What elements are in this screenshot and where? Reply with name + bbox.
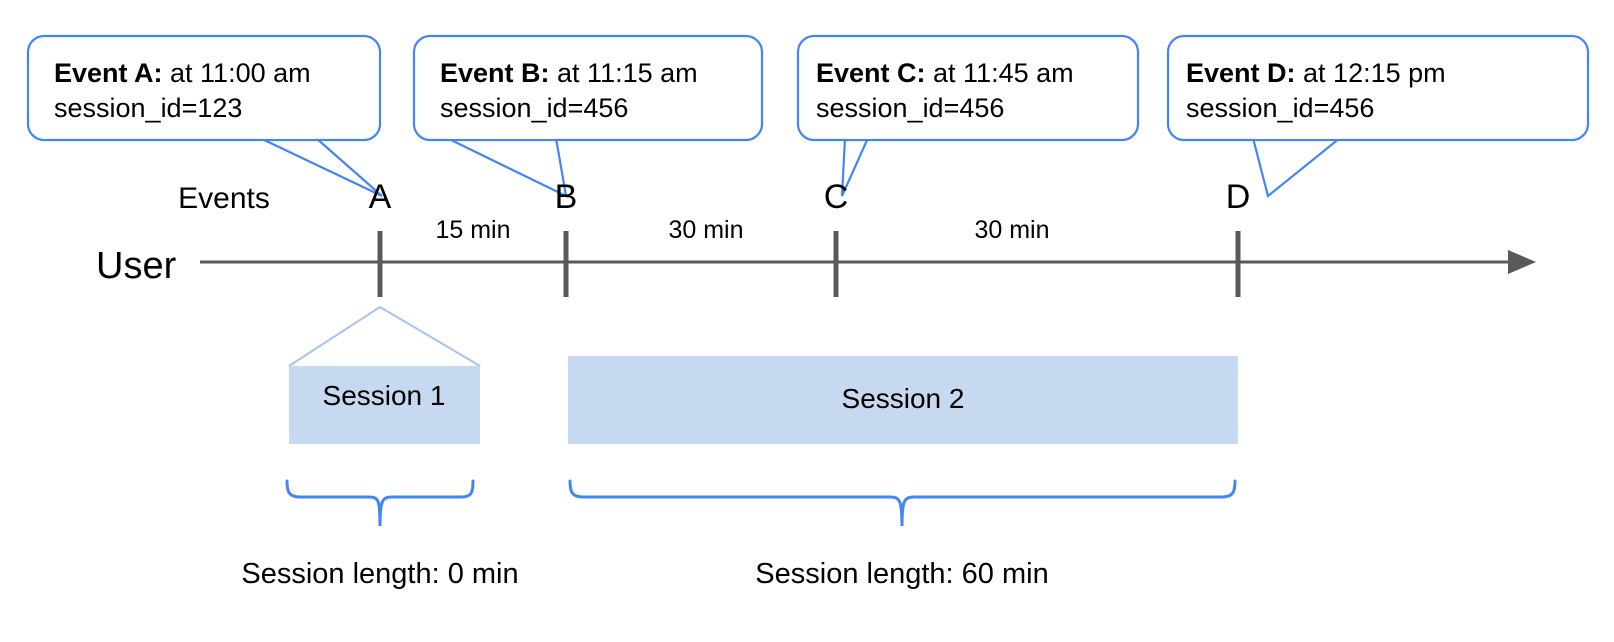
gap-label-b-c: 30 min <box>668 216 743 244</box>
event-letter-d: D <box>1226 178 1251 216</box>
callout-a-line1: Event A: at 11:00 am <box>54 58 311 88</box>
callout-c-box <box>796 34 1140 142</box>
gap-label-c-d: 30 min <box>974 216 1049 244</box>
session-2-bar-group[interactable]: Session 2 <box>568 356 1238 444</box>
callout-event-c[interactable]: Event C: at 11:45 am session_id=456 <box>796 34 1140 197</box>
callout-d-tail <box>1251 136 1344 198</box>
callout-b-line1: Event B: at 11:15 am <box>440 58 698 88</box>
session-2-bar <box>568 356 1238 444</box>
timeline-arrowhead <box>1508 250 1536 274</box>
callout-a-tail <box>259 136 383 197</box>
session-1-length-label: Session length: 0 min <box>241 558 518 590</box>
callout-a-label: Event A: <box>54 58 163 88</box>
callout-event-b[interactable]: Event B: at 11:15 am session_id=456 <box>412 34 764 198</box>
callout-d-line1: Event D: at 12:15 pm <box>1186 58 1446 88</box>
session-2-length-label: Session length: 60 min <box>755 558 1048 590</box>
session-1-label: Session 1 <box>323 380 446 411</box>
events-row-label: Events <box>178 182 270 215</box>
callout-c-seam-cover <box>846 135 870 139</box>
event-letter-a: A <box>369 178 392 216</box>
callout-d-time: at 12:15 pm <box>1296 58 1446 88</box>
session-1-brace <box>285 479 475 527</box>
callout-c-line1: Event C: at 11:45 am <box>816 58 1074 88</box>
callout-c-label: Event C: <box>816 58 926 88</box>
event-letter-c: C <box>824 178 849 216</box>
session-1-tent-left <box>288 306 381 367</box>
gap-label-a-b: 15 min <box>435 216 510 244</box>
user-row-label: User <box>96 245 177 287</box>
callout-b-line2: session_id=456 <box>440 93 628 123</box>
callout-event-d[interactable]: Event D: at 12:15 pm session_id=456 <box>1166 34 1590 198</box>
callout-a-seam-cover <box>261 135 315 139</box>
event-letter-b: B <box>555 178 578 216</box>
callout-d-line2: session_id=456 <box>1186 93 1374 123</box>
callout-a-time: at 11:00 am <box>163 58 311 88</box>
session-2-label: Session 2 <box>842 383 965 414</box>
callout-b-box <box>412 34 764 142</box>
callout-d-box <box>1166 34 1590 142</box>
callout-a-line2: session_id=123 <box>54 93 242 123</box>
callout-a-box <box>26 34 382 142</box>
callout-b-label: Event B: <box>440 58 550 88</box>
callout-d-seam-cover <box>1254 135 1340 139</box>
callout-event-a[interactable]: Event A: at 11:00 am session_id=123 <box>0 0 383 197</box>
callout-b-tail <box>446 136 568 198</box>
session-1-bar <box>289 366 480 444</box>
session-1-bar-group[interactable]: Session 1 <box>289 366 480 444</box>
callout-b-seam-cover <box>448 135 556 139</box>
callout-c-time: at 11:45 am <box>926 58 1074 88</box>
session-1-tent-right <box>379 306 481 367</box>
session-2-brace <box>568 479 1237 527</box>
callout-b-time: at 11:15 am <box>550 58 698 88</box>
callout-c-line2: session_id=456 <box>816 93 1004 123</box>
callout-d-label: Event D: <box>1186 58 1296 88</box>
